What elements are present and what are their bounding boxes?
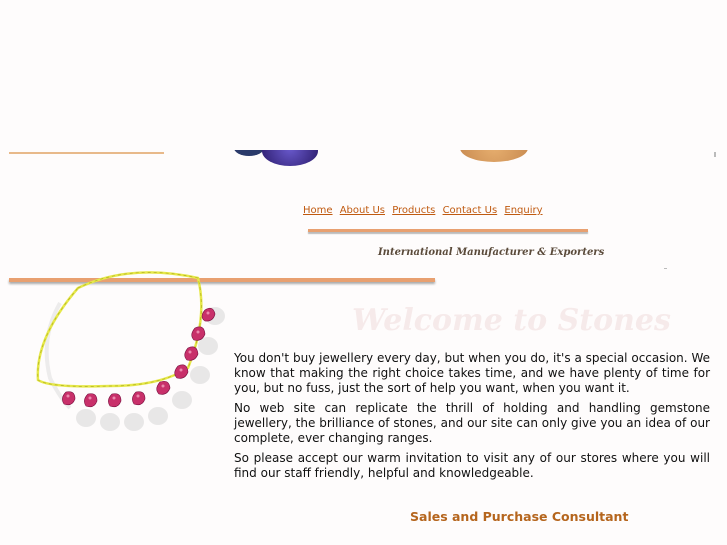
- nav-products-link[interactable]: Products: [392, 205, 436, 216]
- intro-paragraph-3: So please accept our warm invitation to …: [234, 451, 710, 480]
- section-divider: [9, 278, 435, 282]
- intro-paragraph-2: No web site can replicate the thrill of …: [234, 401, 710, 445]
- blue-gemstone-image: [234, 150, 318, 168]
- small-divider: [664, 268, 667, 269]
- main-nav: Home About Us Products Contact Us Enquir…: [303, 205, 547, 216]
- welcome-heading: Welcome to Stones: [352, 303, 671, 338]
- tagline: International Manufacturer & Exporters: [378, 247, 605, 258]
- nav-home-link[interactable]: Home: [303, 205, 333, 216]
- nav-contact-link[interactable]: Contact Us: [442, 205, 498, 216]
- nav-divider: [308, 229, 588, 232]
- nav-enquiry-link[interactable]: Enquiry: [504, 205, 543, 216]
- intro-paragraph-1: You don't buy jewellery every day, but w…: [234, 351, 710, 395]
- intro-content: You don't buy jewellery every day, but w…: [234, 351, 710, 486]
- gold-gemstone-image: [460, 150, 528, 164]
- nav-about-link[interactable]: About Us: [339, 205, 385, 216]
- consultant-heading: Sales and Purchase Consultant: [410, 509, 629, 524]
- necklace-image: [36, 271, 225, 431]
- header-divider-right: [714, 152, 716, 157]
- header-divider-left: [9, 152, 164, 154]
